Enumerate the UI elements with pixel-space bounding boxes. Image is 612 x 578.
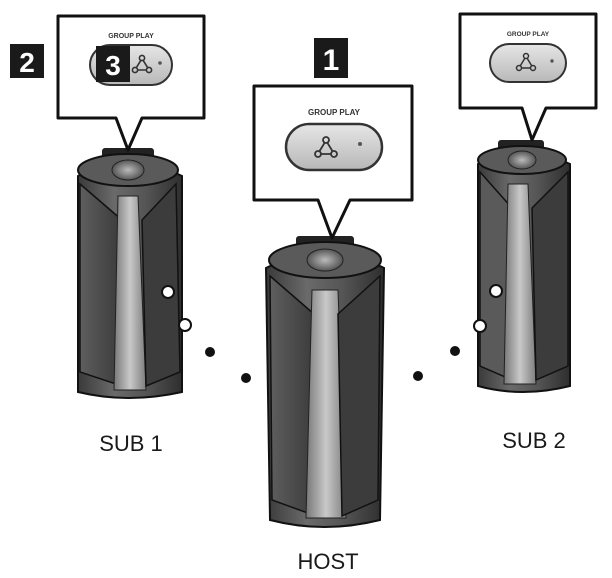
connection-dots-left <box>205 347 251 383</box>
sub2-label: SUB 2 <box>502 428 566 453</box>
sub2-group-play-button[interactable] <box>489 43 567 83</box>
svg-text:3: 3 <box>105 50 121 81</box>
step-2-marker: 2 <box>10 44 44 78</box>
sub2-speaker <box>473 140 571 393</box>
sub2-button-led <box>550 59 554 63</box>
sub2-callout: GROUP PLAY <box>458 12 598 142</box>
sub1-indicator-led-lower <box>178 318 192 332</box>
sub2-button-caption: GROUP PLAY <box>507 31 550 38</box>
host-group-play-button[interactable] <box>284 122 384 172</box>
sub2-indicator-led-lower <box>473 319 487 333</box>
svg-text:2: 2 <box>19 47 35 78</box>
speaker-knob-icon <box>306 248 344 272</box>
host-button-caption: GROUP PLAY <box>308 108 361 117</box>
sub1-button-led <box>158 61 162 65</box>
connection-dots-right <box>413 346 460 381</box>
svg-text:1: 1 <box>323 44 340 77</box>
sub1-button-caption: GROUP PLAY <box>108 33 154 40</box>
host-label: HOST <box>297 549 358 574</box>
host-speaker <box>264 236 386 528</box>
sub1-speaker <box>77 148 192 399</box>
speaker-knob-icon <box>507 150 537 170</box>
step-3-marker: 3 <box>96 46 130 82</box>
group-play-icon <box>314 136 338 158</box>
group-play-icon <box>131 54 153 74</box>
host-button-led <box>358 142 362 146</box>
speaker-knob-icon <box>111 159 145 181</box>
sub1-indicator-led <box>161 285 175 299</box>
group-play-icon <box>515 52 537 72</box>
step-1-marker: 1 <box>314 38 348 78</box>
sub1-label: SUB 1 <box>99 431 163 456</box>
sub2-indicator-led <box>489 284 503 298</box>
sub1-callout: GROUP PLAY <box>56 14 206 152</box>
host-callout: GROUP PLAY <box>252 84 414 240</box>
